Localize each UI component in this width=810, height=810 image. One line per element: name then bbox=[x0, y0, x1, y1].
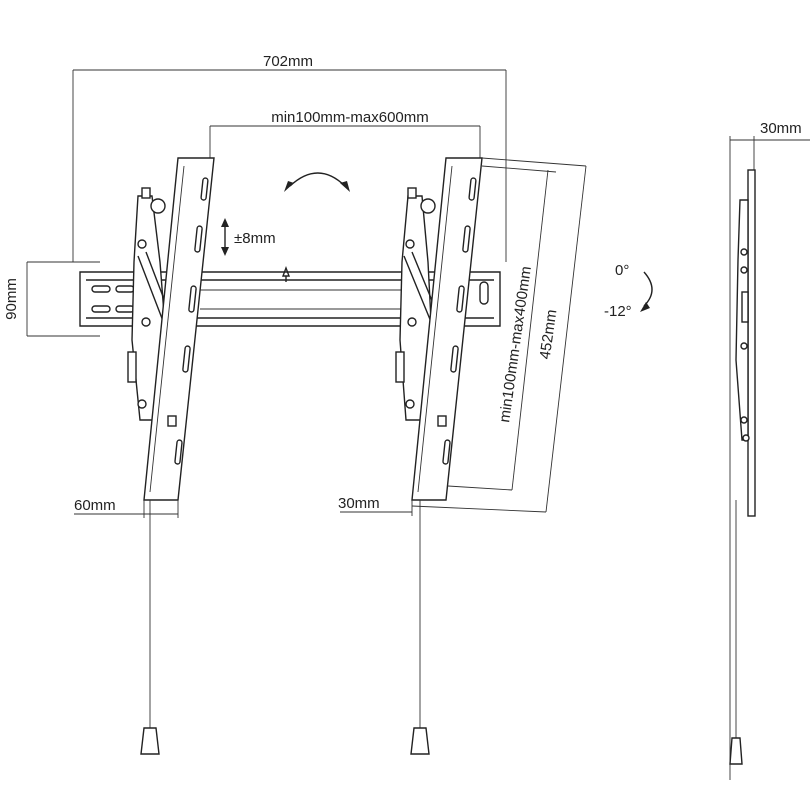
vertical-adjust-label: ±8mm bbox=[234, 230, 276, 247]
arm-length-label: 452mm bbox=[537, 308, 561, 360]
arm-thickness-label: 30mm bbox=[338, 495, 380, 512]
horizontal-spacing-label: min100mm-max600mm bbox=[271, 109, 429, 126]
rotate-arrow-icon bbox=[284, 172, 350, 192]
dimension-arm-length: 452mm bbox=[411, 157, 587, 513]
tilt-arrow-icon bbox=[643, 271, 653, 307]
side-profile-view: 30mm bbox=[729, 120, 810, 780]
left-arm bbox=[143, 157, 215, 501]
profile-depth-label: 30mm bbox=[760, 120, 802, 137]
plate-height-label: 90mm bbox=[3, 278, 20, 320]
arm-width-label: 60mm bbox=[74, 497, 116, 514]
vertical-adjust-arrow-icon: ±8mm bbox=[221, 218, 276, 256]
tilt-indicator: 0° -12° bbox=[604, 262, 653, 320]
left-pull-cord bbox=[140, 500, 160, 755]
overall-width-label: 702mm bbox=[263, 53, 313, 70]
dimension-plate-height: 90mm bbox=[3, 261, 100, 337]
tilt-upper-label: 0° bbox=[615, 262, 629, 279]
tilt-lower-label: -12° bbox=[604, 303, 632, 320]
dimension-overall-width: 702mm bbox=[72, 53, 507, 262]
right-pull-cord bbox=[410, 500, 430, 755]
dimension-arm-thickness: 30mm bbox=[338, 495, 413, 516]
right-arm bbox=[411, 157, 483, 501]
vertical-spacing-label: min100mm-max400mm bbox=[496, 265, 535, 423]
dimension-horizontal-spacing: min100mm-max600mm bbox=[209, 109, 481, 160]
dimension-arm-width: 60mm bbox=[74, 497, 179, 518]
